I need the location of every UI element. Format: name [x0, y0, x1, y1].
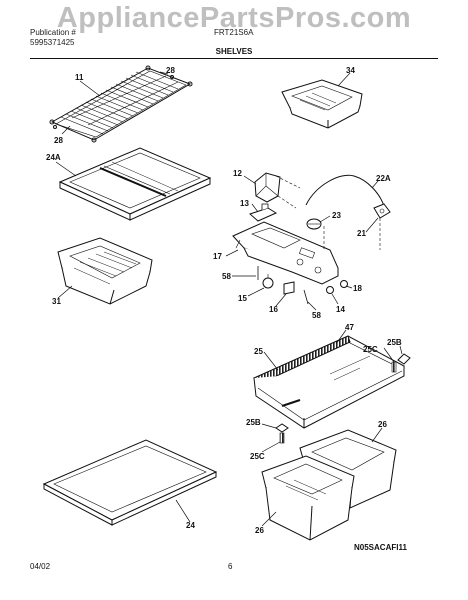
header-rule: [30, 58, 438, 59]
callout-25b-bottom: 25B: [246, 418, 261, 427]
callout-28-top: 28: [166, 66, 175, 75]
callout-17: 17: [213, 252, 222, 261]
callout-12: 12: [233, 169, 242, 178]
callout-18: 18: [353, 284, 362, 293]
callout-24: 24: [186, 521, 195, 530]
footer-date: 04/02: [30, 562, 51, 571]
control-housing-assembly: [232, 172, 391, 305]
callout-34: 34: [346, 66, 355, 75]
callout-26-bottom: 26: [255, 526, 264, 535]
publication-label: Publication #: [30, 28, 76, 37]
callout-13: 13: [240, 199, 249, 208]
publication-number: 5995371425: [30, 38, 75, 47]
callout-31: 31: [52, 297, 61, 306]
callout-21: 21: [357, 229, 366, 238]
crisper-drawer: [57, 237, 153, 305]
callout-24a: 24A: [46, 153, 61, 162]
callout-58-left: 58: [222, 272, 231, 281]
shelf-panel: [42, 439, 218, 526]
callout-25: 25: [254, 347, 263, 356]
callout-47: 47: [345, 323, 354, 332]
callout-15: 15: [238, 294, 247, 303]
callout-26-top: 26: [378, 420, 387, 429]
watermark: AppliancePartsPros.com: [56, 2, 412, 34]
callout-25c-bottom: 25C: [250, 452, 265, 461]
callout-28-bottom: 28: [54, 136, 63, 145]
callout-11: 11: [75, 73, 84, 82]
wire-shelf: [49, 65, 193, 143]
callout-labels: 11 28 28 34 24A 12 22A 13 23 21 17 58 18…: [46, 66, 402, 535]
model-number: FRT21S6A: [214, 28, 254, 37]
callout-16: 16: [269, 305, 278, 314]
section-title: SHELVES: [215, 47, 253, 56]
leader-lines: [55, 71, 403, 527]
footer-page-number: 6: [228, 562, 233, 571]
callout-25c-top: 25C: [363, 345, 378, 354]
callout-58-right: 58: [312, 311, 321, 320]
crisper-drawers-pair: [261, 429, 397, 541]
callout-23: 23: [332, 211, 341, 220]
callout-25b-top: 25B: [387, 338, 402, 347]
footer-drawing-code: N05SACAFI11: [354, 543, 407, 552]
deli-pan: [281, 79, 363, 129]
crisper-cover: [58, 147, 212, 221]
glass-shelf-assembly: [253, 335, 411, 444]
callout-14: 14: [336, 305, 345, 314]
callout-22a: 22A: [376, 174, 391, 183]
